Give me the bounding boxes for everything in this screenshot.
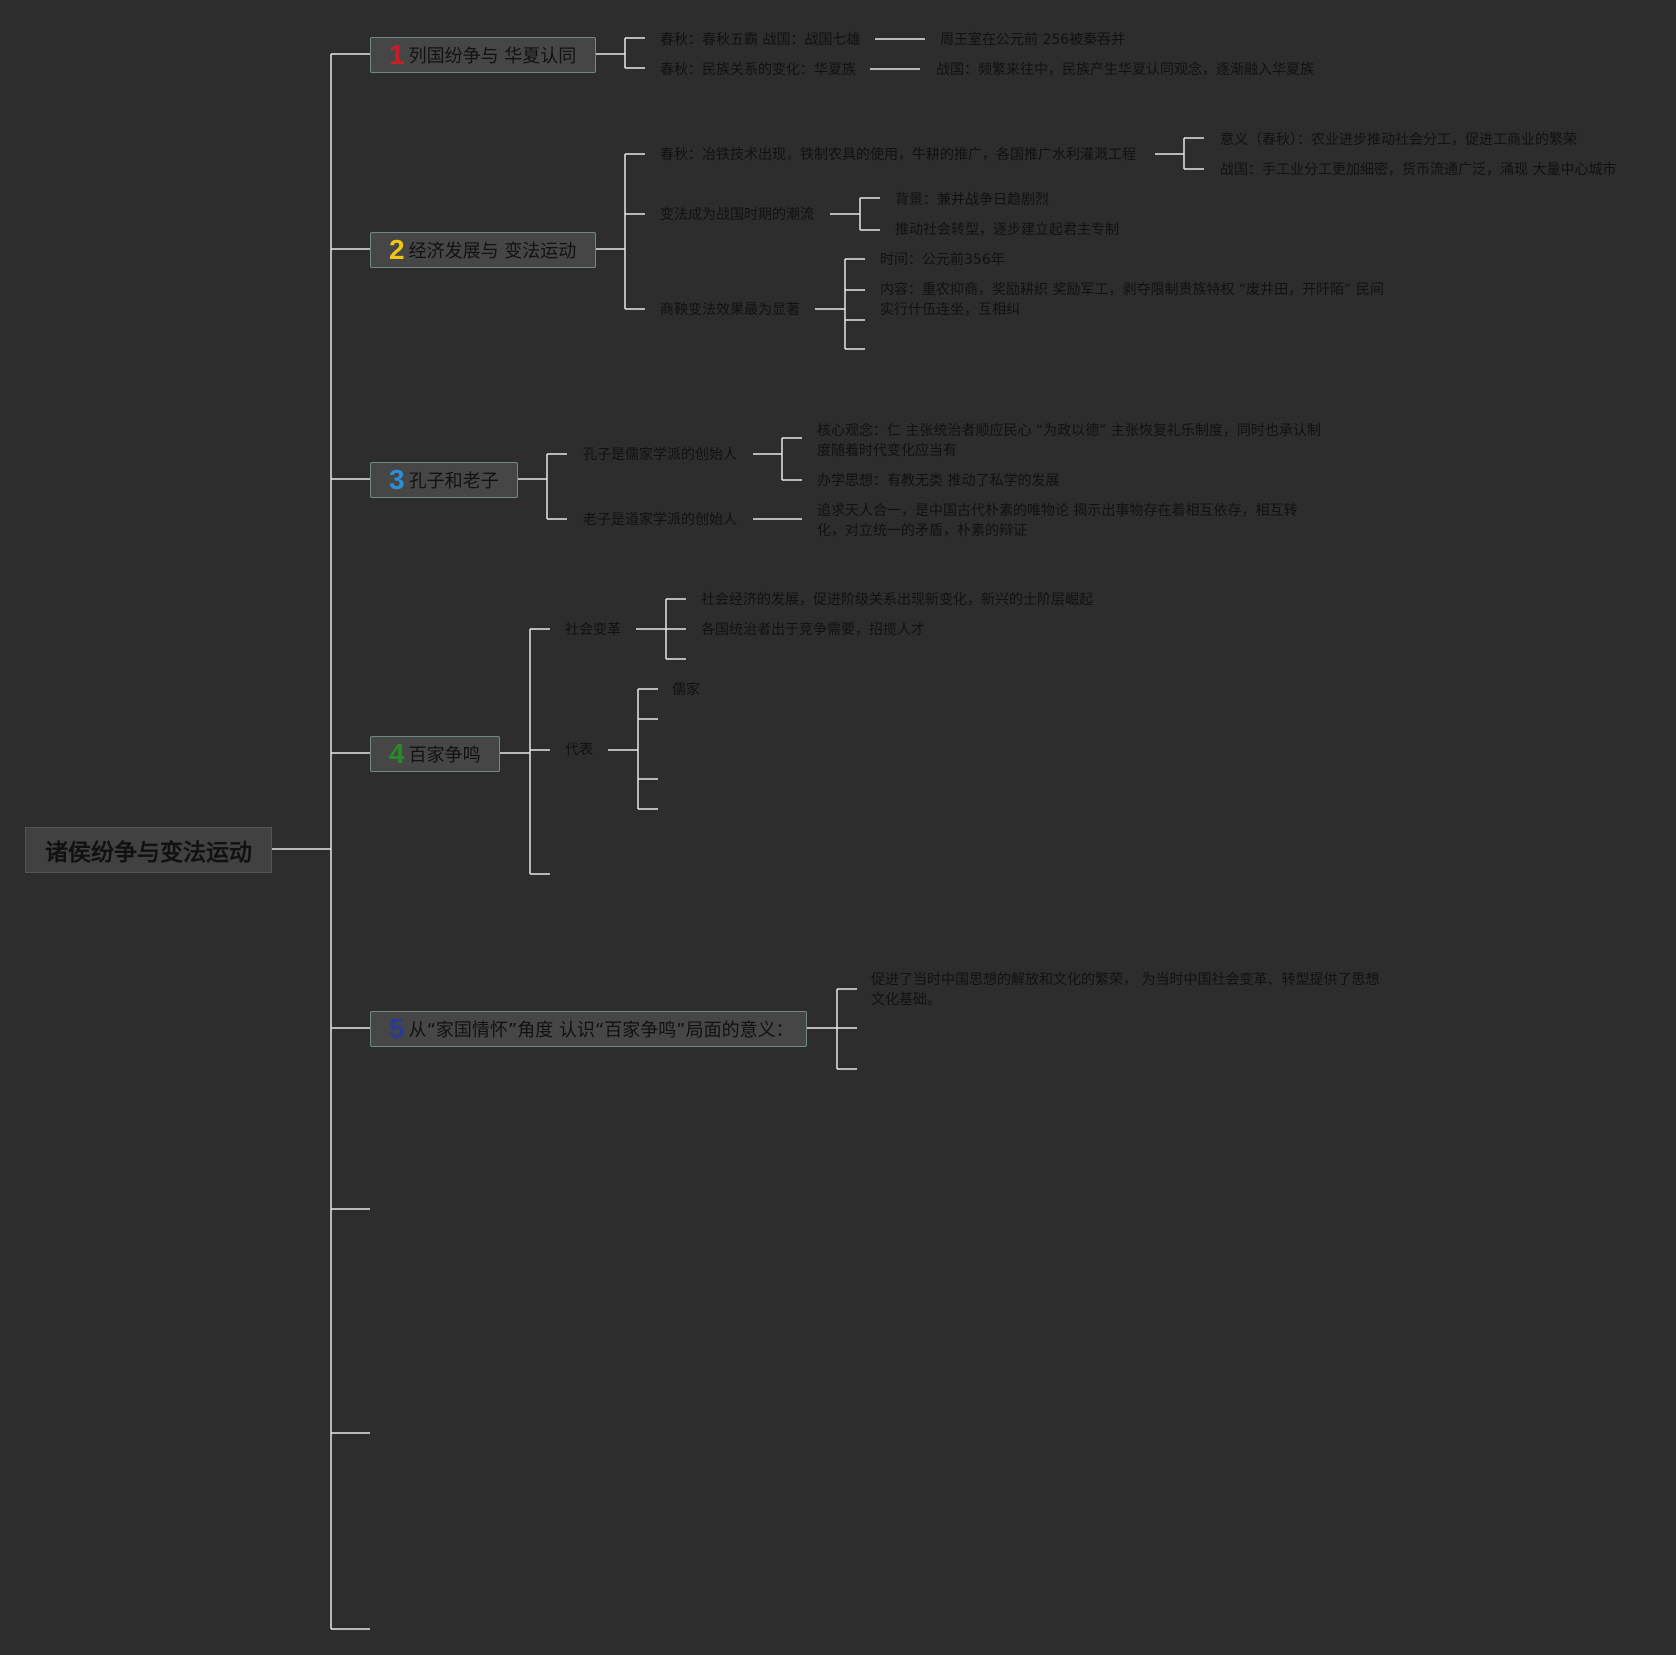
topic-5[interactable]: 5 从“家国情怀”角度 认识“百家争鸣”局面的意义： [370, 1011, 807, 1047]
branch-2-1-sub-1[interactable]: 意义（春秋）：农业进步推动社会分工，促进工商业的繁荣 [1220, 132, 1577, 148]
topic-label-5: 从“家国情怀”角度 认识“百家争鸣”局面的意义： [408, 1020, 794, 1041]
branch-2-2[interactable]: 变法成为战国时期的潮流 [660, 207, 814, 223]
topic-label-3: 孔子和老子 [408, 471, 499, 492]
branch-1-2-detail[interactable]: 战国：频繁来往中，民族产生华夏认同观念，逐渐融入华夏族 [936, 62, 1314, 78]
branch-2-1[interactable]: 春秋：冶铁技术出现，铁制农具的使用，牛耕的推广，各国推广水利灌溉工程 [660, 147, 1136, 163]
topic-number-2: 2 [389, 234, 405, 265]
branch-2-2-sub-1[interactable]: 背景：兼并战争日趋剧烈 [895, 192, 1049, 208]
branch-4-2-sub-1[interactable]: 儒家 [672, 682, 700, 698]
topic-1[interactable]: 1 列国纷争与 华夏认同 [370, 37, 596, 73]
branch-2-3-sub-2[interactable]: 内容：重农抑商，奖励耕织 奖励军工，剥夺限制贵族特权 “废井田，开阡陌” 民间实… [880, 282, 1384, 318]
branch-4-1-sub-2[interactable]: 各国统治者出于竞争需要，招揽人才 [701, 622, 925, 638]
branch-3-2-sub-1[interactable]: 追求天人合一，是中国古代朴素的唯物论 揭示出事物存在着相互依存，相互转化，对立统… [817, 503, 1298, 539]
branch-5-1[interactable]: 促进了当时中国思想的解放和文化的繁荣， 为当时中国社会变革、转型提供了思想文化基… [871, 972, 1380, 1008]
branch-2-2-sub-2[interactable]: 推动社会转型，逐步建立起君主专制 [895, 222, 1119, 238]
topic-number-5: 5 [389, 1013, 405, 1044]
branch-3-2[interactable]: 老子是道家学派的创始人 [583, 512, 737, 528]
branch-4-2[interactable]: 代表 [565, 742, 593, 758]
topic-label-1: 列国纷争与 华夏认同 [408, 46, 577, 67]
branch-2-1-sub-2[interactable]: 战国：手工业分工更加细密，货币流通广泛，涌现 大量中心城市 [1220, 162, 1617, 178]
branch-4-1-sub-1[interactable]: 社会经济的发展，促进阶级关系出现新变化，新兴的士阶层崛起 [701, 592, 1093, 608]
topic-3[interactable]: 3 孔子和老子 [370, 462, 518, 498]
topic-label-4: 百家争鸣 [408, 745, 481, 766]
branch-3-1-sub-1[interactable]: 核心观念：仁 主张统治者顺应民心 “为政以德” 主张恢复礼乐制度，同时也承认制度… [817, 423, 1321, 459]
branch-3-1-sub-2[interactable]: 办学思想：有教无类 推动了私学的发展 [817, 473, 1060, 489]
topic-label-2: 经济发展与 变法运动 [408, 241, 577, 262]
root-title: 诸侯纷争与变法运动 [45, 840, 252, 866]
branch-2-3[interactable]: 商鞅变法效果最为显著 [660, 302, 800, 318]
topic-number-3: 3 [389, 464, 405, 495]
topic-4[interactable]: 4 百家争鸣 [370, 736, 500, 772]
branch-1-1-detail[interactable]: 周王室在公元前 256被秦吞并 [940, 32, 1126, 48]
topic-2[interactable]: 2 经济发展与 变法运动 [370, 232, 596, 268]
topic-number-1: 1 [389, 39, 405, 70]
branch-2-3-sub-1[interactable]: 时间：公元前356年 [880, 252, 1005, 268]
branch-4-1[interactable]: 社会变革 [565, 622, 621, 638]
branch-1-1[interactable]: 春秋：春秋五霸 战国：战国七雄 [660, 32, 861, 48]
branch-3-1[interactable]: 孔子是儒家学派的创始人 [583, 447, 737, 463]
branch-1-2[interactable]: 春秋：民族关系的变化：华夏族 [660, 62, 856, 78]
topic-number-4: 4 [389, 738, 405, 769]
root-topic[interactable]: 诸侯纷争与变法运动 [25, 827, 272, 873]
